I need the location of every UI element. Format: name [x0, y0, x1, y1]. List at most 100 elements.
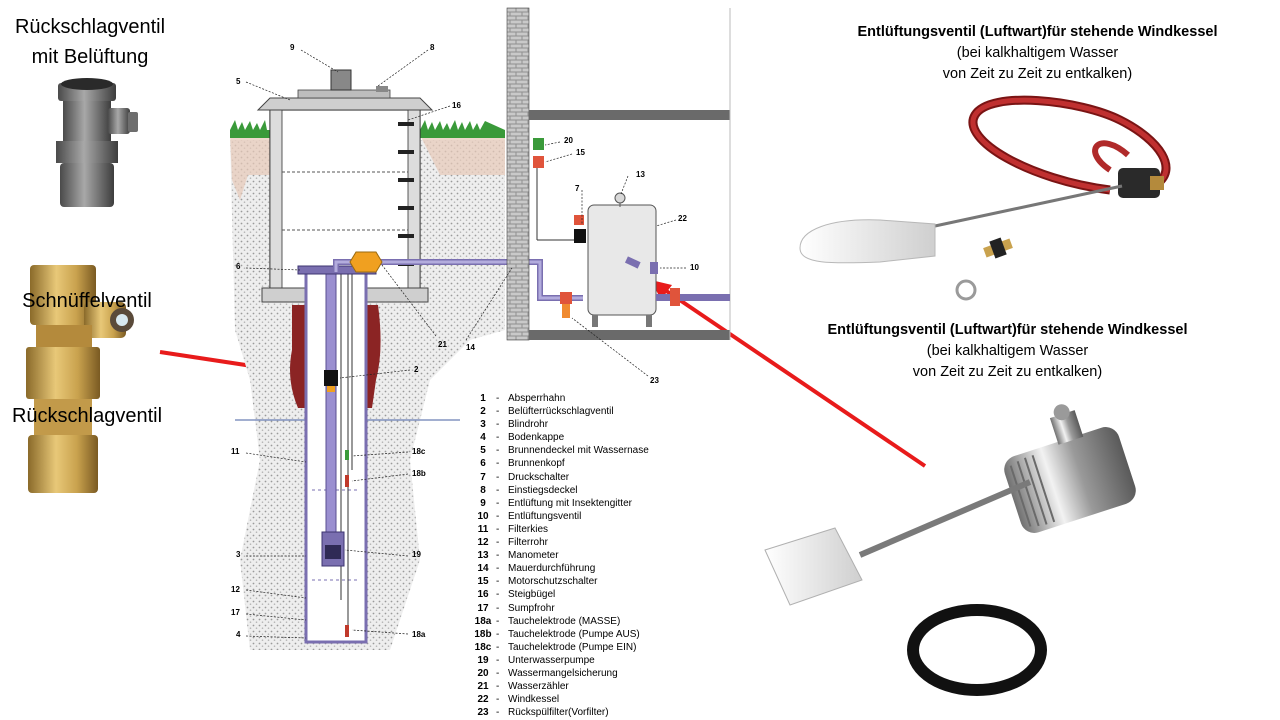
legend-dash: - [496, 406, 500, 418]
callout-10: 10 [690, 263, 699, 272]
vent-check-valve-image [56, 78, 138, 207]
legend-row: 9-Entlüftung mit Insektengitter [470, 497, 649, 510]
callout-14: 14 [466, 343, 475, 352]
chrome-vent-valve-image [764, 404, 1136, 696]
legend-row: 16-Steigbügel [470, 588, 649, 601]
legend-dash: - [496, 667, 500, 679]
legend-number: 22 [477, 694, 489, 706]
legend-text: Filterkies [508, 523, 549, 535]
callout-5: 5 [236, 77, 241, 86]
legend-dash: - [496, 589, 500, 601]
legend-dash: - [496, 458, 500, 470]
legend-row: 4-Bodenkappe [470, 431, 649, 444]
caption-top-line3: von Zeit zu Zeit zu entkalken) [942, 66, 1133, 82]
caption-middle-line3: von Zeit zu Zeit zu entkalken) [912, 364, 1103, 380]
legend-dash: - [496, 510, 500, 522]
legend-text: Filterrohr [508, 537, 549, 549]
callout-20: 20 [564, 136, 573, 145]
legend-text: Brunnenkopf [508, 458, 565, 470]
legend-number: 23 [477, 707, 489, 719]
legend-row: 17-Sumpfrohr [470, 602, 649, 615]
legend-dash: - [496, 393, 500, 404]
legend-row: 20-Wassermangelsicherung [470, 667, 649, 680]
callout-13: 13 [636, 170, 645, 179]
label-sniffer-valve: Schnüffelventil [22, 290, 152, 312]
legend-text: Wassermangelsicherung [508, 667, 618, 679]
legend-number: 5 [480, 445, 486, 457]
legend-number: 18b [474, 628, 492, 640]
legend-number: 3 [480, 419, 486, 431]
legend-number: 10 [477, 510, 489, 522]
legend-number: 18a [474, 615, 492, 627]
callout-7: 7 [575, 184, 580, 193]
legend-text: Rückspülfilter(Vorfilter) [508, 707, 609, 719]
legend-dash: - [496, 523, 500, 535]
callout-18b: 18b [412, 469, 426, 478]
legend-row: 18b-Tauchelektrode (Pumpe AUS) [470, 628, 649, 641]
legend-number: 1 [480, 393, 486, 404]
legend-text: Unterwasserpumpe [508, 654, 595, 666]
legend-row: 15-Motorschutzschalter [470, 575, 649, 588]
legend-row: 12-Filterrohr [470, 536, 649, 549]
legend-text: Sumpfrohr [508, 602, 555, 614]
legend-dash: - [496, 471, 500, 483]
legend-number: 18c [474, 641, 492, 653]
legend-dash: - [496, 602, 500, 614]
legend-number: 11 [477, 523, 489, 535]
callout-18a: 18a [412, 630, 426, 639]
legend-dash: - [496, 563, 500, 575]
label-vent-check-valve-line2: mit Belüftung [31, 46, 149, 68]
legend-row: 14-Mauerdurchführung [470, 562, 649, 575]
callout-21: 21 [438, 340, 447, 349]
legend-text: Wasserzähler [508, 681, 569, 693]
callout-23: 23 [650, 376, 659, 385]
legend-dash: - [496, 615, 500, 627]
legend-number: 14 [477, 563, 489, 575]
legend-text: Druckschalter [508, 471, 570, 483]
legend-dash: - [496, 432, 500, 444]
legend-dash: - [496, 419, 500, 431]
legend-text: Belüfterrückschlagventil [508, 406, 614, 418]
legend-dash: - [496, 445, 500, 457]
legend-dash: - [496, 654, 500, 666]
legend-number: 15 [477, 576, 489, 588]
legend-row: 21-Wasserzähler [470, 680, 649, 693]
sniffer-check-valve-image [26, 265, 134, 493]
legend-row: 11-Filterkies [470, 523, 649, 536]
caption-top: Entlüftungsventil (Luftwart)für stehende… [805, 22, 1270, 85]
label-vent-check-valve: Rückschlagventil mit Belüftung [10, 12, 170, 72]
caption-middle: Entlüftungsventil (Luftwart)für stehende… [775, 320, 1240, 383]
legend-dash: - [496, 497, 500, 509]
caption-middle-line2: (bei kalkhaltigem Wasser [926, 343, 1089, 359]
legend-text: Bodenkappe [508, 432, 565, 444]
legend-row: 23-Rückspülfilter(Vorfilter) [470, 706, 649, 719]
legend-row: 5-Brunnendeckel mit Wassernase [470, 444, 649, 457]
legend-number: 4 [480, 432, 486, 444]
legend-number: 13 [477, 550, 489, 562]
callout-16: 16 [452, 101, 461, 110]
legend-row: 6-Brunnenkopf [470, 457, 649, 470]
legend-row: 7-Druckschalter [470, 471, 649, 484]
legend-row: 2-Belüfterrückschlagventil [470, 405, 649, 418]
legend-dash: - [496, 550, 500, 562]
legend-text: Windkessel [508, 694, 560, 706]
legend-row: 19-Unterwasserpumpe [470, 654, 649, 667]
legend-text: Entlüftungsventil [508, 510, 582, 522]
callout-4: 4 [236, 630, 241, 639]
legend-number: 2 [480, 406, 486, 418]
legend-number: 17 [477, 602, 489, 614]
legend-text: Absperrhahn [508, 393, 566, 404]
legend-row: 18a-Tauchelektrode (MASSE) [470, 615, 649, 628]
callout-18c: 18c [412, 447, 426, 456]
caption-middle-title: Entlüftungsventil (Luftwart)für stehende… [827, 322, 1188, 338]
legend-dash: - [496, 537, 500, 549]
caption-top-title: Entlüftungsventil (Luftwart)für stehende… [857, 24, 1218, 40]
legend-dash: - [496, 641, 500, 653]
callout-8: 8 [430, 43, 435, 52]
legend-dash: - [496, 628, 500, 640]
well-diagram [230, 7, 731, 650]
legend-text: Motorschutzschalter [508, 576, 598, 588]
callout-11: 11 [231, 447, 240, 456]
